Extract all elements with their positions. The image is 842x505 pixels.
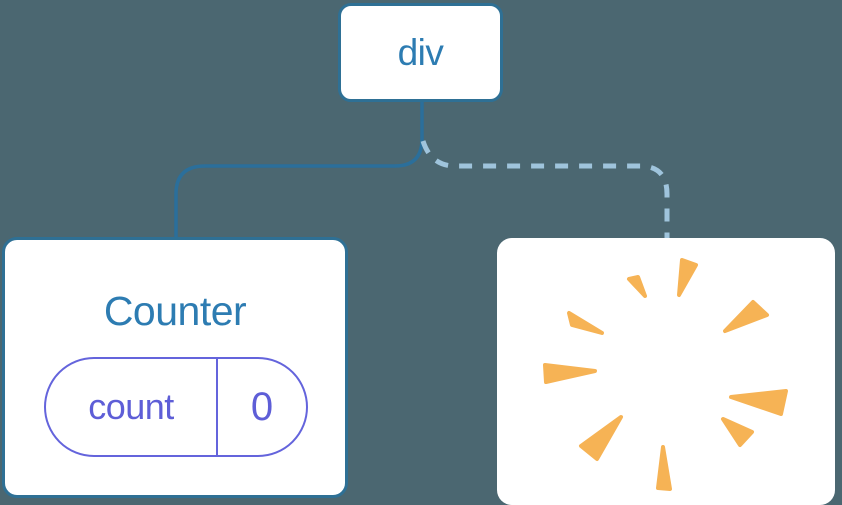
root-node-label: div bbox=[397, 31, 444, 73]
state-key: count bbox=[46, 359, 218, 455]
removed-node bbox=[497, 238, 835, 505]
poof-sparks-icon bbox=[543, 258, 788, 491]
state-pill: count 0 bbox=[44, 357, 308, 457]
state-value: 0 bbox=[250, 384, 274, 429]
edge-div-to-counter bbox=[174, 98, 424, 240]
counter-node: Counter count 0 bbox=[2, 237, 348, 498]
counter-node-title: Counter bbox=[103, 288, 247, 334]
edge-div-to-removed bbox=[420, 140, 670, 239]
root-node-div: div bbox=[338, 3, 503, 102]
